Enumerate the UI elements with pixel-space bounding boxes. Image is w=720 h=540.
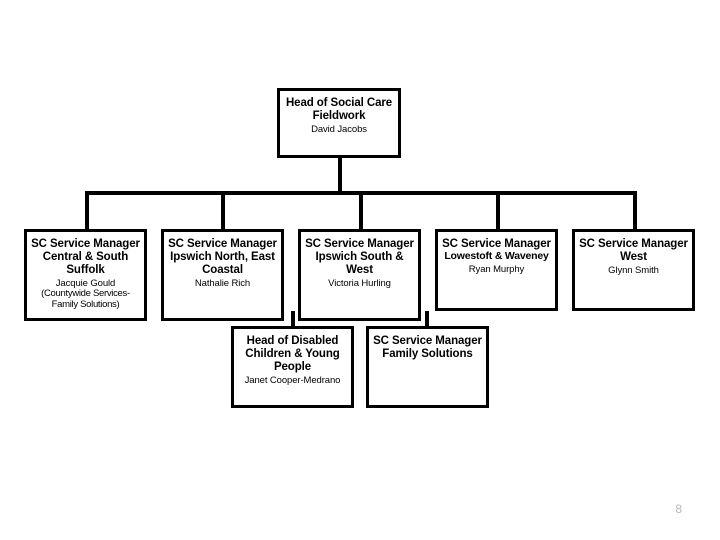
org-node-title-line-3: People [273,360,312,373]
org-node-title-line-2: Family Solutions [382,347,473,360]
org-node-title-line-1: SC Service Manager [579,238,688,250]
org-node-person: Janet Cooper-Medrano [244,374,341,386]
org-node-sc-service-manager-west[interactable]: SC Service Manager West Glynn Smith [572,229,695,311]
connector-drop-manager-1 [85,191,89,229]
org-node-title-line-2: Ipswich North, East [170,250,275,263]
connector-drop-manager-2 [221,191,225,229]
org-node-person: Jacquie Gould [55,277,116,289]
org-node-person: Nathalie Rich [194,277,251,289]
org-node-title-line-1: SC Service Manager [31,238,140,250]
org-node-title-line-1: SC Service Manager [305,238,414,250]
org-node-person: Glynn Smith [608,264,659,276]
org-node-sc-service-manager-ipswich-south-west[interactable]: SC Service Manager Ipswich South & West … [298,229,421,321]
org-node-title-line-2: Lowestoft & Waveney [444,249,549,262]
org-node-title-line-1: SC Service Manager [442,238,551,250]
org-node-title-line-3: Coastal [202,263,243,276]
org-node-note-line-1: (Countywide Services- [41,288,130,300]
org-node-title-line-1: SC Service Manager [373,335,482,347]
org-node-title-line-2: West [620,250,647,263]
org-node-title-line-3: West [346,263,373,276]
org-node-sc-service-manager-lowestoft-waveney[interactable]: SC Service Manager Lowestoft & Waveney R… [435,229,558,311]
org-node-title-line-2: Children & Young [245,347,340,360]
org-node-title-line-3: Suffolk [66,263,105,276]
org-node-note-line-2: Family Solutions) [51,299,120,311]
org-node-sc-service-manager-central-south-suffolk[interactable]: SC Service Manager Central & South Suffo… [24,229,147,321]
org-node-person: David Jacobs [311,123,367,135]
org-node-title-line-1: Head of Social Care [285,97,393,109]
connector-drop-sub-unit-1 [291,311,295,329]
connector-root-drop [338,158,342,195]
org-node-title-line-2: Ipswich South & [315,250,404,263]
org-node-title-line-2: Central & South [42,250,129,263]
page-number: 8 [675,502,682,516]
connector-drop-manager-5 [633,191,637,229]
org-node-head-of-social-care-fieldwork[interactable]: Head of Social Care Fieldwork David Jaco… [277,88,401,158]
org-node-sc-service-manager-ipswich-north-east-coastal[interactable]: SC Service Manager Ipswich North, East C… [161,229,284,321]
org-node-person: Victoria Hurling [328,277,391,289]
connector-drop-manager-4 [496,191,500,229]
org-node-title-line-2: Fieldwork [312,109,366,122]
connector-drop-manager-3 [359,191,363,229]
org-node-head-of-disabled-children-young-people[interactable]: Head of Disabled Children & Young People… [231,326,354,408]
org-node-title-line-1: SC Service Manager [168,238,277,250]
connector-drop-sub-unit-2 [425,311,429,329]
org-node-sc-service-manager-family-solutions[interactable]: SC Service Manager Family Solutions [366,326,489,408]
org-node-person: Ryan Murphy [468,263,525,275]
org-node-title-line-1: Head of Disabled [246,335,339,347]
